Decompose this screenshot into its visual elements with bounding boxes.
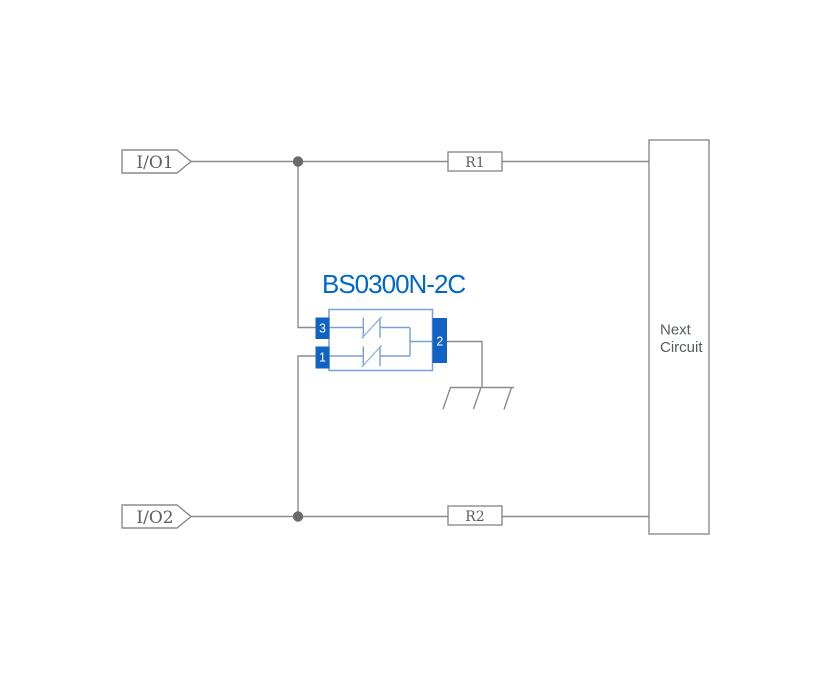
tvs-diode-lower <box>329 344 410 368</box>
r2-label: R2 <box>465 509 484 525</box>
r1-label: R1 <box>465 155 484 171</box>
wire-pin2-to-ground <box>447 340 483 388</box>
pin1-label: 1 <box>319 351 326 365</box>
component-body <box>328 308 434 372</box>
next-circuit-line1: Next <box>660 322 692 339</box>
diode-common-bus <box>409 327 433 356</box>
pin1: 1 <box>315 346 330 369</box>
tvs-diode-upper <box>329 316 410 339</box>
ground-symbol <box>442 386 514 410</box>
io1-tag: I/O1 <box>121 149 193 174</box>
pin2-label: 2 <box>436 335 443 349</box>
wire-junction1-to-pin3 <box>297 161 316 329</box>
pin3: 3 <box>315 317 330 339</box>
pin2: 2 <box>432 318 447 363</box>
io2-label: I/O2 <box>136 508 173 528</box>
next-circuit-line2: Circuit <box>660 339 703 356</box>
next-circuit-box: Next Circuit <box>648 139 710 535</box>
component-title: BS0300N-2C <box>322 269 465 299</box>
pin3-label: 3 <box>319 322 326 336</box>
junction-dot-top <box>292 156 304 167</box>
r1-box: R1 <box>447 151 503 172</box>
io2-tag: I/O2 <box>121 504 193 529</box>
wire-junction2-to-pin1 <box>297 355 316 517</box>
io1-label: I/O1 <box>136 153 173 173</box>
junction-dot-bottom <box>292 511 304 522</box>
r2-box: R2 <box>447 505 503 526</box>
